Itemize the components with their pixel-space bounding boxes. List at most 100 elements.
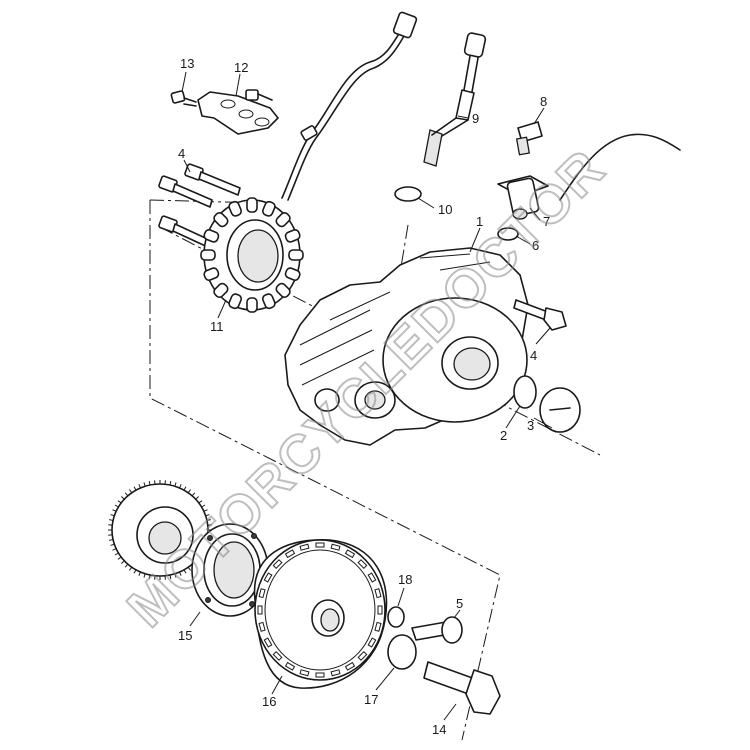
gear-tooth: [187, 489, 191, 494]
part-3-plug-cap: [539, 387, 581, 433]
callout-8: 8: [540, 94, 547, 109]
rotor-mark: [272, 559, 283, 569]
gear-tooth: [195, 496, 199, 500]
rotor-mark: [330, 669, 341, 677]
part-17-washer: [387, 634, 417, 670]
callout-16: 16: [262, 694, 276, 709]
rotor-mark: [357, 559, 368, 569]
leader-lines: [181, 71, 553, 721]
rotor-mark: [315, 672, 325, 678]
gear-tooth: [109, 539, 114, 541]
gear-tooth: [121, 496, 125, 500]
gear-tooth: [143, 482, 146, 487]
callout-12: 12: [234, 60, 248, 75]
gear-tooth: [117, 556, 122, 560]
callout-4-right: 4: [530, 348, 537, 363]
gear-tooth: [198, 500, 203, 504]
callout-17: 17: [364, 692, 378, 707]
callout-10: 10: [438, 202, 452, 217]
part-13-bolt: [170, 90, 197, 107]
rotor-mark: [330, 543, 341, 551]
stator-tooth: [246, 297, 258, 313]
rotor-mark: [299, 543, 310, 551]
gear-tooth: [179, 484, 182, 489]
gear-tooth: [174, 482, 177, 487]
rotor-mark: [367, 637, 377, 648]
rotor-mark: [272, 651, 283, 661]
part-7-pickup-sensor: [497, 133, 681, 220]
rotor-mark: [344, 549, 356, 559]
gear-tooth: [205, 514, 210, 517]
stator-wire-harness: [281, 11, 418, 201]
part-16-rotor: [253, 539, 388, 689]
stator-tooth: [213, 282, 229, 298]
gear-tooth: [191, 492, 196, 497]
gear-tooth: [112, 548, 117, 551]
stator-tooth: [228, 200, 243, 217]
gear-tooth: [109, 519, 114, 521]
rotor-mark: [344, 661, 356, 671]
callout-13: 13: [180, 56, 194, 71]
rotor-mark: [357, 651, 368, 661]
part-6-o-ring: [497, 227, 519, 241]
stator-tooth: [284, 228, 301, 243]
rotor-mark: [367, 572, 377, 583]
rotor-mark: [263, 637, 273, 648]
callout-14: 14: [432, 722, 446, 737]
stator-tooth: [275, 212, 291, 228]
gear-tooth: [114, 552, 119, 556]
rotor-mark: [374, 621, 382, 632]
gear-tooth: [206, 519, 211, 521]
gear-tooth: [138, 484, 141, 489]
stator-tooth: [246, 197, 258, 213]
gear-tooth: [110, 543, 115, 546]
rotor-mark: [284, 549, 296, 559]
gear-tooth: [169, 574, 172, 580]
part-1-generator-cover: [284, 247, 529, 446]
callout-1: 1: [476, 214, 483, 229]
callout-7: 7: [543, 214, 550, 229]
part-15-one-way-clutch: [191, 523, 269, 617]
part-12-clamp-plate: [197, 89, 279, 135]
rotor-mark: [299, 669, 310, 677]
part-14-bolt: [423, 661, 501, 715]
gear-tooth: [148, 574, 151, 580]
stator-tooth: [203, 267, 220, 282]
stator-tooth: [213, 212, 229, 228]
part-2-o-ring: [513, 375, 537, 409]
callout-5: 5: [456, 596, 463, 611]
callout-4-upper: 4: [178, 146, 185, 161]
stator-tooth: [261, 293, 276, 310]
rotor-mark: [258, 588, 266, 599]
gear-tooth: [129, 566, 133, 571]
callout-labels: 13 12 4 11 9 10 8 7 6 1 4 2 3 15 16 18 5…: [178, 56, 550, 737]
stator-tooth: [203, 228, 220, 243]
callout-3: 3: [527, 418, 534, 433]
stator-tooth: [288, 249, 304, 261]
rotor-mark: [257, 605, 263, 615]
rotor-mark: [377, 605, 383, 615]
stator-tooth: [200, 249, 216, 261]
gear-tooth: [201, 504, 206, 508]
gear-tooth: [203, 509, 208, 512]
part-9-sensor: [423, 32, 487, 167]
starter-driven-gear: [108, 480, 212, 580]
stator-tooth: [261, 200, 276, 217]
part-4-stator-bolts: [158, 163, 241, 250]
gear-tooth: [124, 492, 129, 497]
stator-tooth: [275, 282, 291, 298]
gear-tooth: [183, 569, 187, 574]
gear-tooth: [143, 573, 146, 578]
rotor-mark: [258, 621, 266, 632]
gear-tooth: [110, 514, 115, 517]
gear-tooth: [114, 504, 119, 508]
callout-2: 2: [500, 428, 507, 443]
gear-tooth: [133, 486, 137, 491]
stator-tooth: [284, 267, 301, 282]
gear-tooth: [179, 571, 182, 576]
gear-tooth: [183, 486, 187, 491]
callout-9: 9: [472, 111, 479, 126]
gear-tooth: [117, 500, 122, 504]
part-18-washer: [387, 606, 405, 628]
